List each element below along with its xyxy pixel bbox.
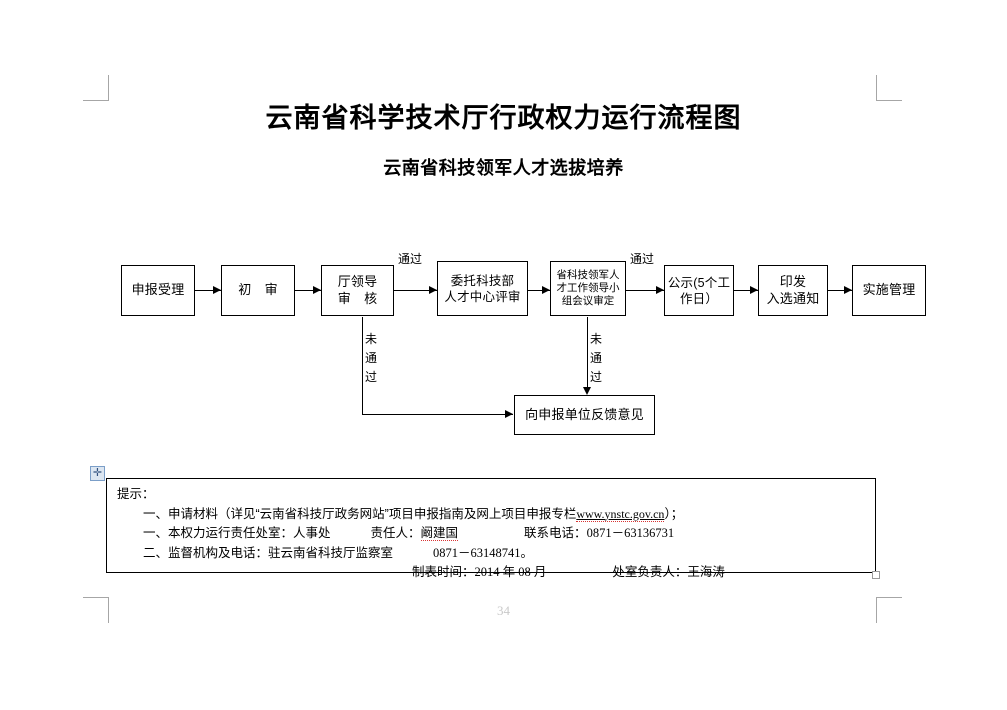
notes-line-1-prefix: 一、申请材料（详见“云南省科技厅政务网站”项目申报指南及网上项目申报专栏 xyxy=(143,506,577,521)
connector-n7-n8 xyxy=(828,290,852,292)
page-number: 34 xyxy=(497,603,510,618)
flow-node-label: 委托科技部 xyxy=(450,273,515,288)
flow-node-gongshi[interactable]: 公示(5个工 作日） xyxy=(664,265,734,316)
edge-label-fail-2-char-2: 过 xyxy=(589,370,602,384)
flow-node-shenbao-shouli[interactable]: 申报受理 xyxy=(121,265,195,316)
flow-node-lingjun-rencai-huiyi-shending[interactable]: 省科技领军人 才工作领导小 组会议审定 xyxy=(550,261,626,316)
notes-owner-value: 王海涛 xyxy=(687,565,725,579)
notes-phone-value: 0871－63136731 xyxy=(586,526,675,540)
arrow-n7-n8 xyxy=(844,286,852,294)
table-resize-handle[interactable] xyxy=(872,571,880,579)
arrow-n3-n9 xyxy=(505,410,513,418)
flow-node-label: 向申报单位反馈意见 xyxy=(525,406,644,422)
arrow-n1-n2 xyxy=(213,286,221,294)
arrow-n4-n5 xyxy=(542,286,550,294)
notes-phone-label: 联系电话： xyxy=(524,526,587,540)
edge-label-fail-2-char-1: 通 xyxy=(589,351,602,365)
notes-date-label: 制表时间： xyxy=(412,565,475,579)
flow-node-label: 实施管理 xyxy=(862,282,916,298)
flow-node-label: 厅领导 xyxy=(337,273,378,289)
connector-n5-n6 xyxy=(626,290,664,292)
flow-node-label: 人才中心评审 xyxy=(444,289,521,304)
flow-node-ting-lingdao-shenhe[interactable]: 厅领导 审 核 xyxy=(321,265,394,316)
flow-node-fankui-yijian[interactable]: 向申报单位反馈意见 xyxy=(514,395,655,435)
arrow-n5-n6 xyxy=(656,286,664,294)
connector-n6-n7 xyxy=(734,290,758,292)
edge-label-pass-1: 通过 xyxy=(398,252,423,266)
table-move-handle-icon[interactable]: ✛ xyxy=(90,466,105,481)
flow-node-label: 印发 xyxy=(779,273,807,289)
flow-node-label: 入选通知 xyxy=(766,290,820,306)
flow-node-yinfa-ruxuan-tongzhi[interactable]: 印发 入选通知 xyxy=(758,265,828,316)
edge-label-fail-1-char-0: 未 xyxy=(364,332,377,346)
notes-responsible-person-label: 责任人： xyxy=(370,526,421,540)
edge-label-fail-2: 未 通 过 xyxy=(589,330,603,387)
edge-label-fail-1-char-2: 过 xyxy=(364,370,377,384)
arrow-n5-n9 xyxy=(583,387,591,395)
notes-owner-label: 处室负责人： xyxy=(612,565,688,579)
flow-node-label: 才工作领导小 xyxy=(556,282,620,295)
connector-n3-fail-horizontal xyxy=(362,414,513,416)
flow-node-label: 省科技领军人 xyxy=(556,269,620,282)
notes-responsible-person-name: 阚建国 xyxy=(420,526,459,541)
notes-table: 提示： 一、申请材料（详见“云南省科技厅政务网站”项目申报指南及网上项目申报专栏… xyxy=(106,478,876,579)
flow-node-weituo-pingshen[interactable]: 委托科技部 人才中心评审 xyxy=(437,261,528,316)
edge-label-fail-1: 未 通 过 xyxy=(364,330,378,387)
notes-line-1: 一、申请材料（详见“云南省科技厅政务网站”项目申报指南及网上项目申报专栏www.… xyxy=(117,505,875,525)
edge-label-pass-2: 通过 xyxy=(630,252,655,266)
connector-n3-fail-vertical xyxy=(362,317,364,415)
arrow-n6-n7 xyxy=(750,286,758,294)
flow-node-label: 申报受理 xyxy=(131,282,185,298)
connector-n3-n4 xyxy=(394,290,437,292)
flow-node-label: 审 核 xyxy=(337,290,378,306)
edge-label-fail-2-char-0: 未 xyxy=(589,332,602,346)
notes-responsible-office-label: 一、本权力运行责任处室：人事处 xyxy=(143,526,331,540)
notes-date-value: 2014 年 08 月 xyxy=(474,565,547,579)
notes-website-link[interactable]: www.ynstc.gov.cn xyxy=(576,506,665,522)
notes-heading: 提示： xyxy=(117,487,155,501)
flow-node-label: 初 审 xyxy=(238,282,278,298)
flowchart: 通过 通过 未 通 过 未 通 过 申报受理 初 审 厅领导 审 核 xyxy=(121,252,926,435)
flow-node-shishi-guanli[interactable]: 实施管理 xyxy=(852,265,926,316)
connector-n1-n2 xyxy=(195,290,221,292)
arrow-n2-n3 xyxy=(313,286,321,294)
flow-node-label: 组会议审定 xyxy=(561,294,615,307)
notes-line-2: 一、本权力运行责任处室：人事处 责任人：阚建国 联系电话：0871－63136731 xyxy=(117,524,875,544)
connector-n2-n3 xyxy=(295,290,321,292)
flow-node-label: 作日） xyxy=(679,291,719,306)
connector-n4-n5 xyxy=(528,290,550,292)
flow-node-chushen[interactable]: 初 审 xyxy=(221,265,295,316)
edge-label-fail-1-char-1: 通 xyxy=(364,351,377,365)
arrow-n3-n4 xyxy=(429,286,437,294)
notes-supervisor-phone: 0871－63148741。 xyxy=(433,545,534,560)
page-title: 云南省科学技术厅行政权力运行流程图 xyxy=(265,103,742,133)
connector-n5-fail-vertical xyxy=(587,317,589,389)
flow-node-label: 公示(5个工 xyxy=(667,275,731,290)
notes-supervisor-office-label: 二、监督机构及电话：驻云南省科技厅监察室 xyxy=(143,545,394,560)
notes-line-3: 二、监督机构及电话：驻云南省科技厅监察室 0871－63148741。 xyxy=(117,544,875,564)
page-subtitle: 云南省科技领军人才选拔培养 xyxy=(383,158,624,178)
notes-line-1-suffix: ）； xyxy=(664,506,684,521)
notes-line-4: 制表时间：2014 年 08 月 处室负责人：王海涛 xyxy=(117,563,875,583)
